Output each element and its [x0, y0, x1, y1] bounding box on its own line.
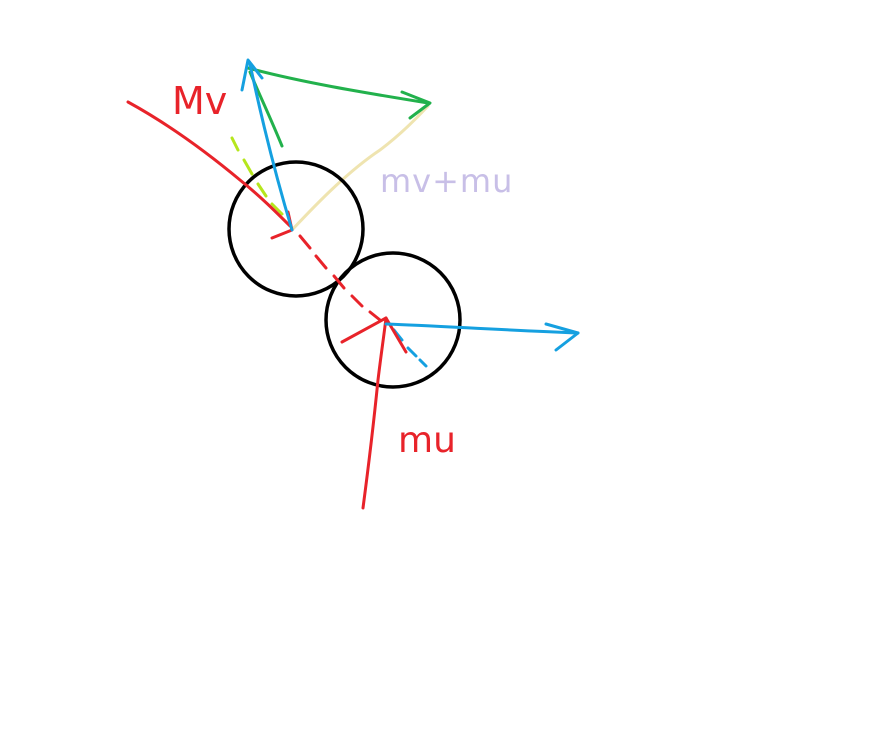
- incoming-arrowhead-b: [340, 316, 408, 354]
- incoming-path-a: [126, 100, 292, 228]
- label-momentum-b: mu: [398, 420, 456, 461]
- label-momentum-sum: mv+mu: [380, 162, 513, 200]
- momentum-sum-line: [290, 104, 430, 232]
- ball-a: [227, 160, 365, 298]
- construction-dashes: [230, 136, 284, 216]
- incoming-path-b: [361, 316, 388, 510]
- velocity-arrow-a: [240, 58, 294, 232]
- velocity-arrow-b: [384, 322, 580, 352]
- line-of-centers: [298, 234, 382, 322]
- ball-b: [324, 251, 462, 389]
- label-momentum-a: Mv: [172, 79, 227, 123]
